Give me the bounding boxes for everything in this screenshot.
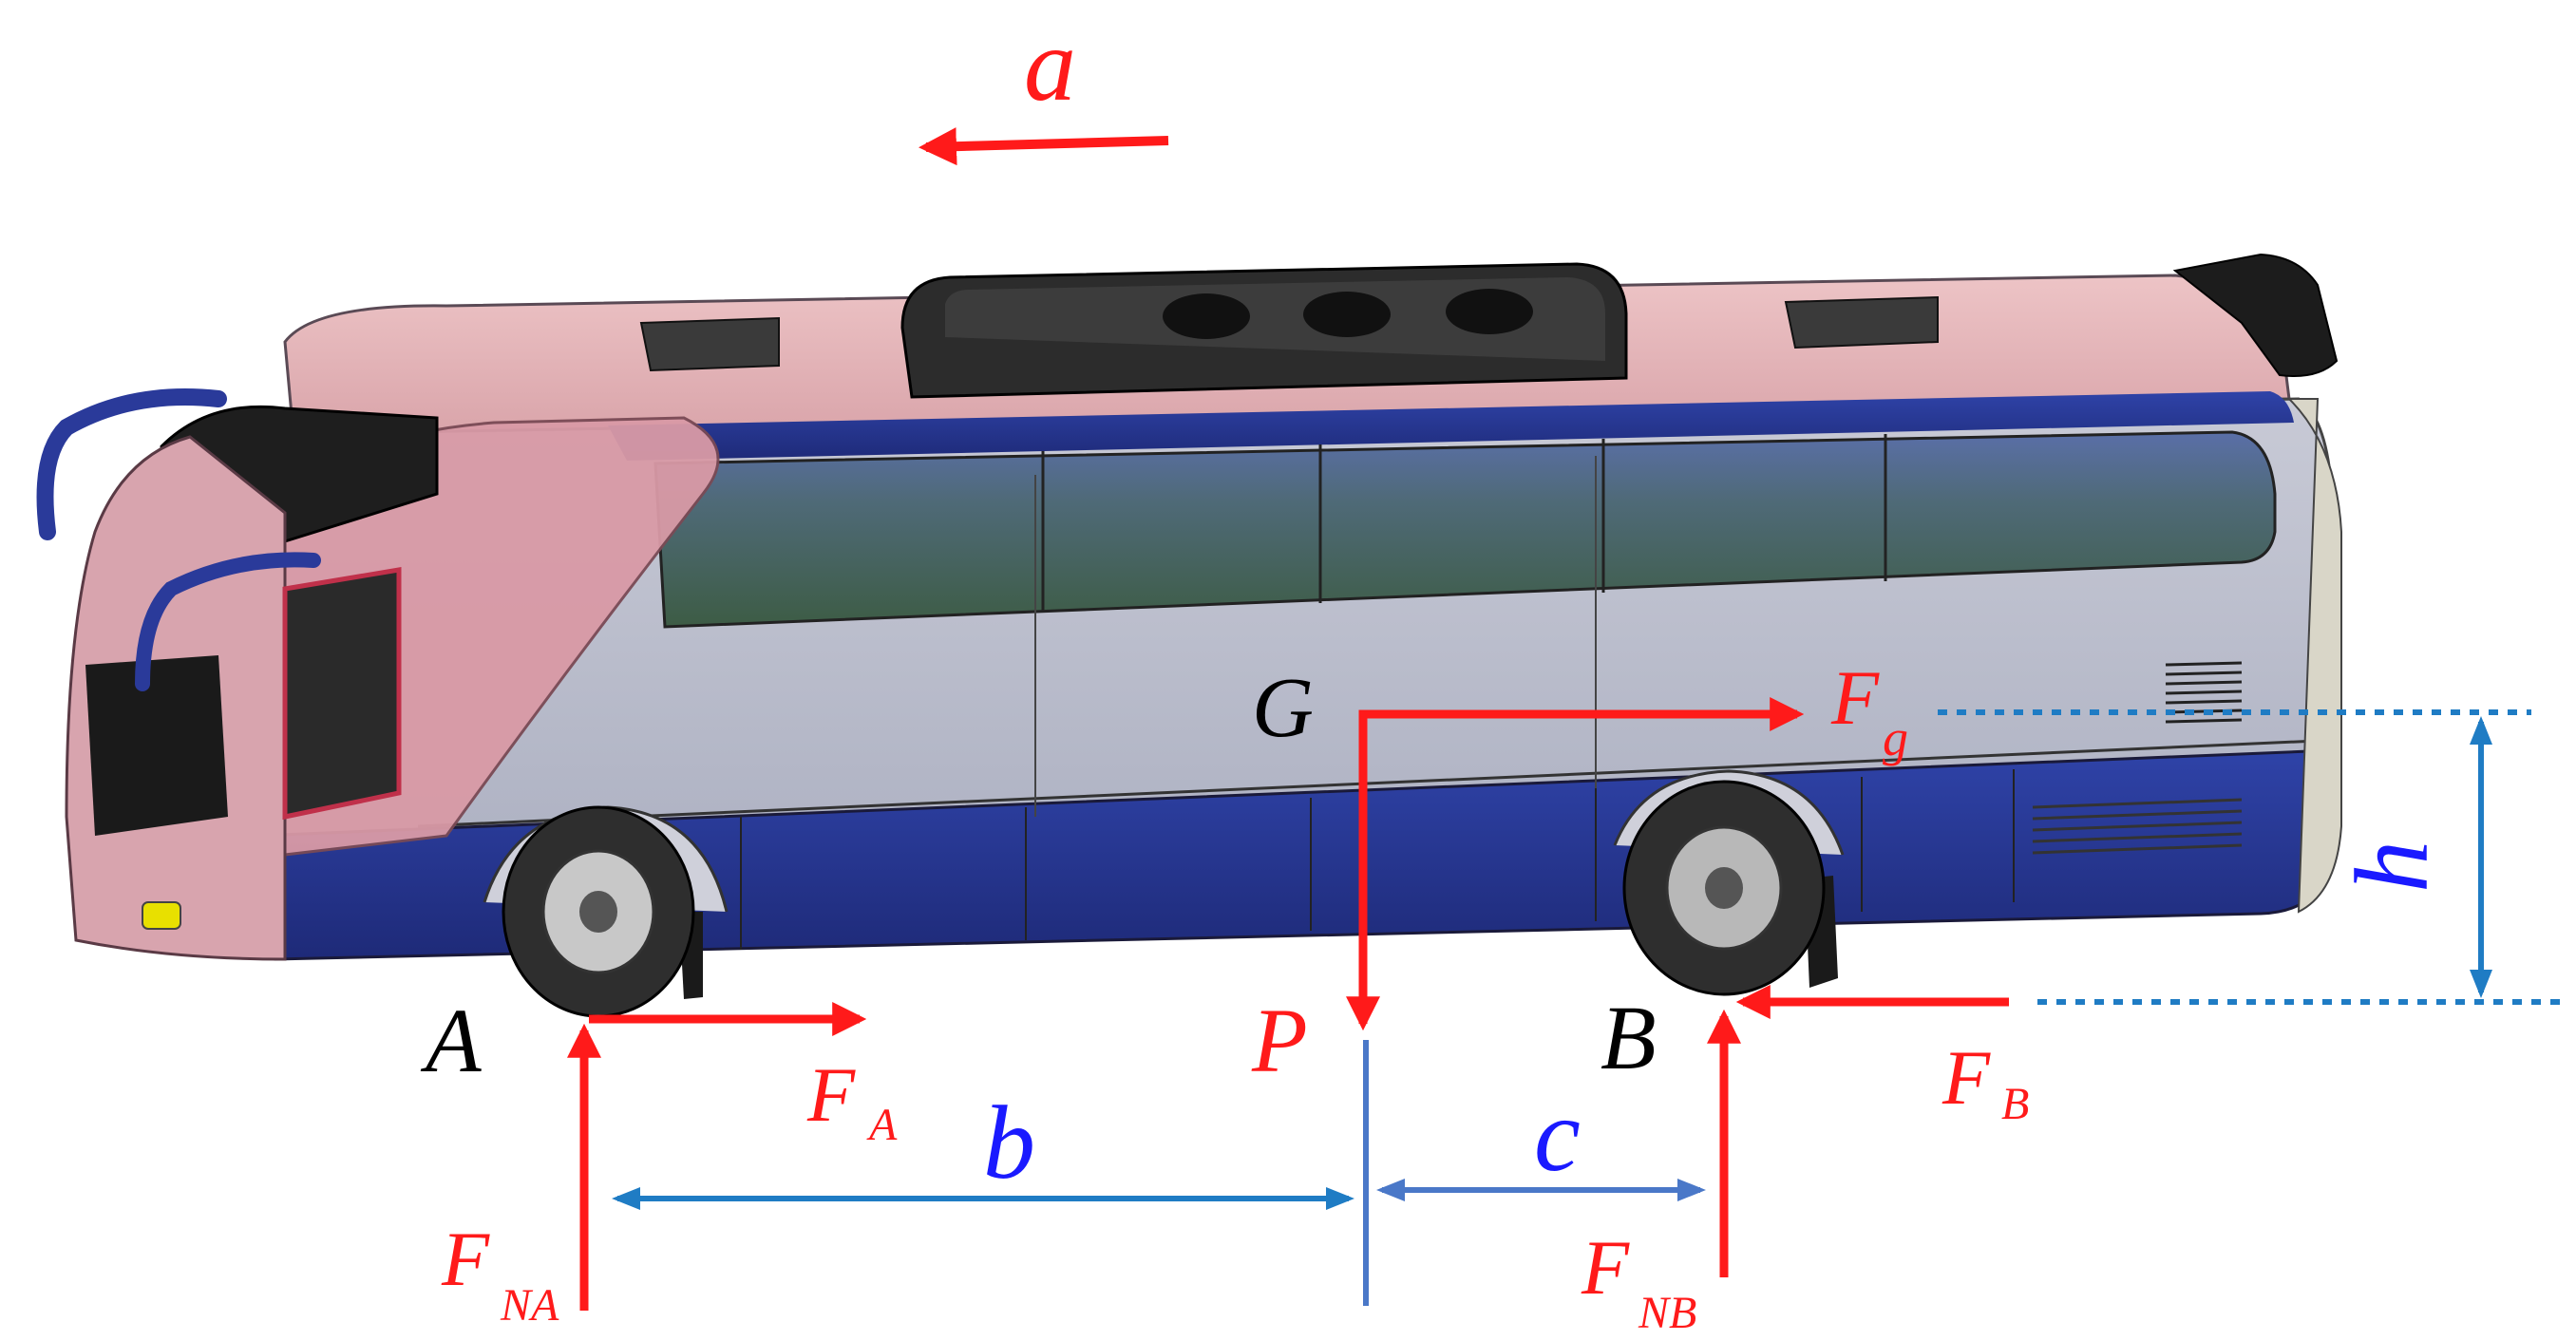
roof-hatch [639, 316, 780, 372]
roof-vent [1303, 292, 1391, 337]
point-A-label: A [420, 990, 482, 1091]
rear-spoiler [2172, 253, 2339, 377]
roof-vent [1446, 289, 1533, 334]
point-B-label: B [1601, 987, 1657, 1088]
front-wheel [502, 805, 695, 1018]
force-g-label: F [1830, 654, 1880, 741]
force-B-label: F [1941, 1034, 1991, 1121]
point-G-label: G [1252, 661, 1314, 755]
normal-A-subscript: NA [500, 1280, 559, 1331]
dimension-b-label: b [983, 1085, 1035, 1200]
force-A-subscript: A [866, 1100, 898, 1150]
roof-vent [1163, 293, 1250, 339]
acceleration-label: a [1024, 7, 1076, 123]
bus-rear [2286, 398, 2342, 914]
upper-blue-stripe [608, 391, 2294, 461]
rear-wheel [1622, 780, 1826, 996]
normal-B-label: F [1581, 1224, 1630, 1311]
roof-hatch [1784, 295, 1939, 349]
acceleration-arrow [919, 127, 1169, 166]
mirror-arm [36, 388, 227, 540]
normal-B-subscript: NB [1638, 1288, 1696, 1338]
force-A-label: F [806, 1051, 856, 1138]
front-door [282, 567, 402, 821]
engine-grille [2032, 798, 2243, 855]
point-P-label: P [1251, 990, 1308, 1091]
side-windows [653, 430, 2277, 629]
mirror-arm [135, 552, 321, 691]
rear-vent [2165, 661, 2243, 724]
dimension-c-label: c [1534, 1077, 1581, 1193]
force-B-subscript: B [2001, 1079, 2029, 1129]
bus-illustration [36, 253, 2342, 1018]
normal-A-label: F [441, 1216, 490, 1302]
fog-light [142, 901, 181, 930]
force-g-subscript: g [1883, 709, 1908, 766]
height-label: h [2334, 840, 2450, 893]
